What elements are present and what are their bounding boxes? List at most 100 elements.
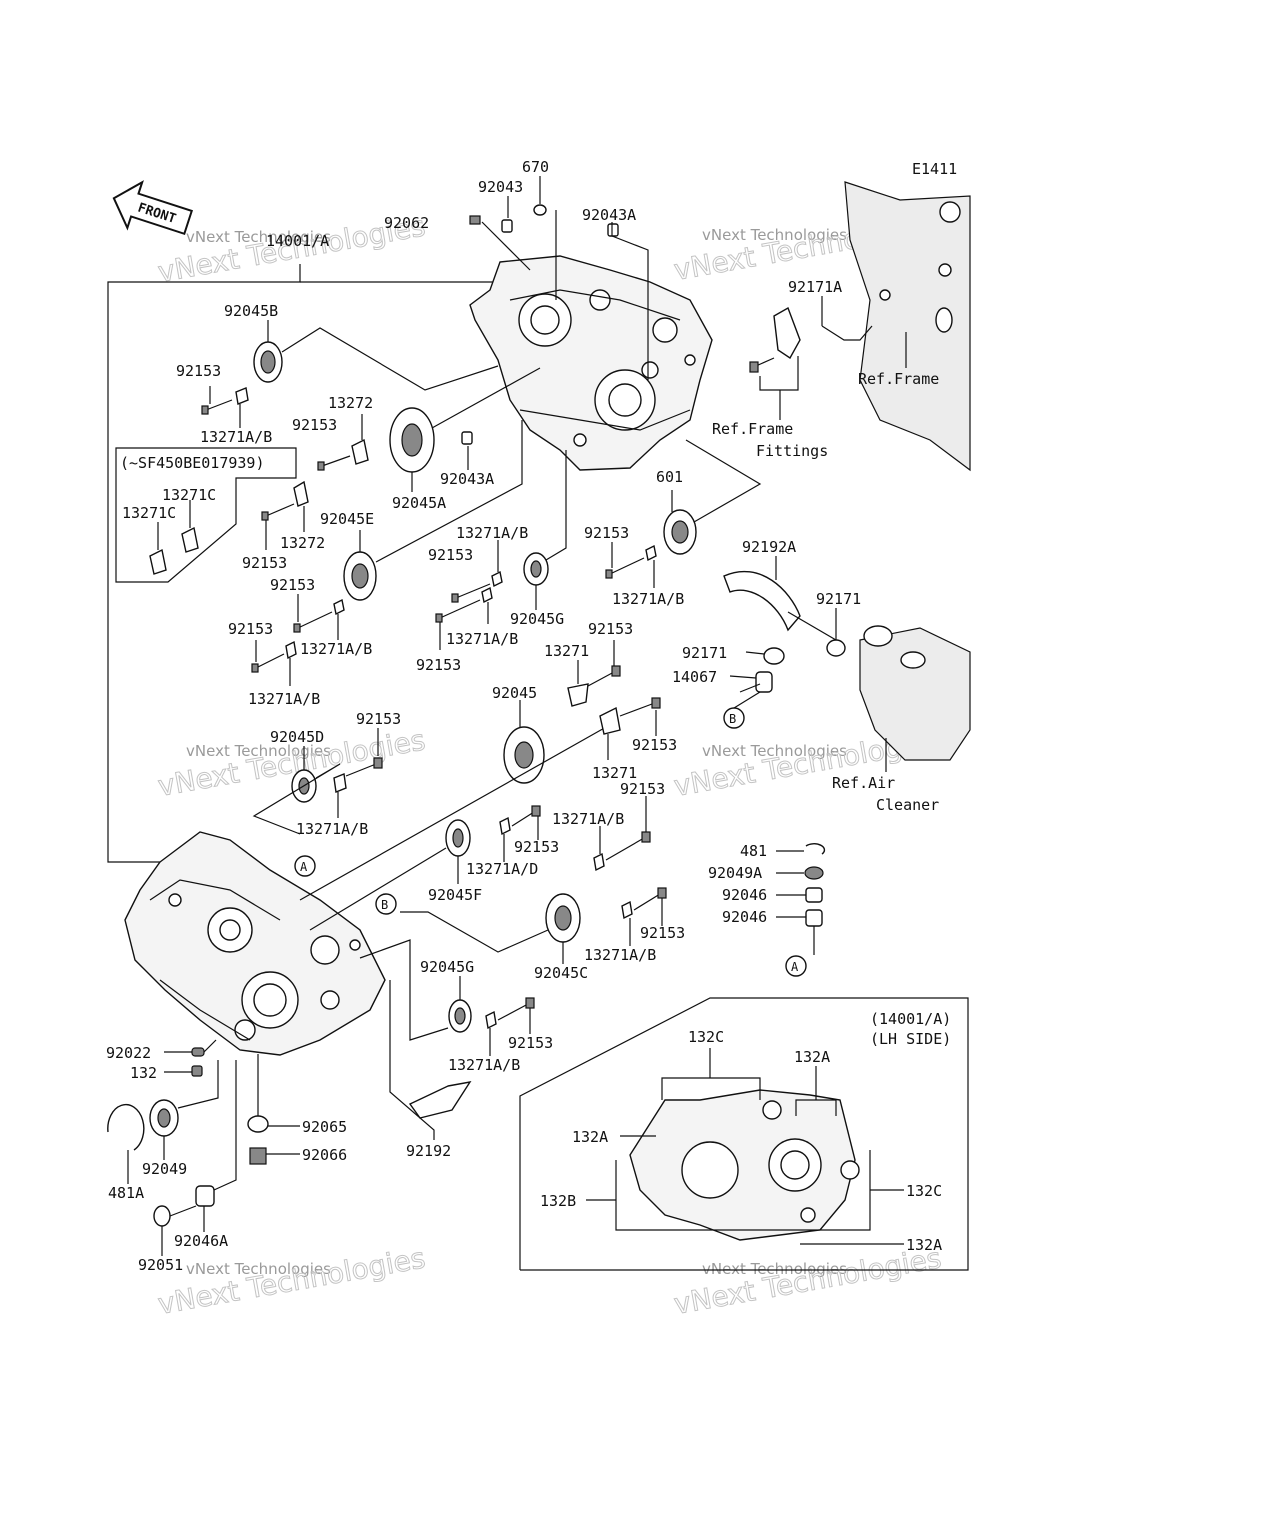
svg-text:13271A/D: 13271A/D [466,860,538,878]
svg-text:92046: 92046 [722,886,767,904]
svg-text:13271A/B: 13271A/B [296,820,368,838]
crankcase-left-half [124,831,386,1056]
svg-text:481A: 481A [108,1184,144,1202]
svg-text:13271A/B: 13271A/B [200,428,272,446]
svg-text:vNext Technologies: vNext Technologies [186,228,331,246]
oring-670 [533,176,557,300]
hose-92192 [389,980,472,1140]
svg-text:92153: 92153 [508,1034,553,1052]
svg-text:481: 481 [740,842,767,860]
seal-92045f [309,819,471,931]
svg-text:(LH SIDE): (LH SIDE) [870,1030,951,1048]
ref-frame-label: Ref.Frame [858,370,939,388]
svg-text:92153: 92153 [292,416,337,434]
svg-text:92153: 92153 [176,362,221,380]
ref-air-cleaner-label-1: Ref.Air [832,774,895,792]
crankcase-right-half [469,255,713,471]
right-stack-parts [776,843,826,955]
svg-text:92045D: 92045D [270,728,324,746]
svg-text:92062: 92062 [384,214,429,232]
frame-fittings [749,296,907,420]
svg-text:132A: 132A [906,1236,942,1254]
bearing-601 [663,439,762,555]
svg-text:92153: 92153 [640,924,685,942]
svg-text:92153: 92153 [356,710,401,728]
svg-text:92043A: 92043A [582,206,636,224]
seal-92045g-top [523,450,567,610]
svg-text:92045: 92045 [492,684,537,702]
callout-a-right: A [785,955,807,977]
svg-text:92045C: 92045C [534,964,588,982]
bearing-92045e [343,420,523,601]
svg-text:92153: 92153 [428,546,473,564]
serial-inset: (~SF450BE017939) [115,447,297,583]
svg-text:132: 132 [130,1064,157,1082]
svg-text:92045E: 92045E [320,510,374,528]
svg-text:13272: 13272 [328,394,373,412]
bearing-92045d [252,746,341,835]
svg-text:132C: 132C [906,1182,942,1200]
svg-text:(14001/A): (14001/A) [870,1010,951,1028]
svg-text:B: B [381,898,388,912]
bearing-92045b [253,320,499,391]
lower-small-parts [107,1039,300,1256]
svg-text:601: 601 [656,468,683,486]
frame-14001a [107,264,498,863]
svg-text:B: B [729,712,736,726]
seal-92045g-bottom [359,939,472,1041]
svg-text:92022: 92022 [106,1044,151,1062]
lh-side-inset: (14001/A) (LH SIDE) [519,997,969,1271]
svg-text:13272: 13272 [280,534,325,552]
svg-text:14067: 14067 [672,668,717,686]
svg-text:13271C: 13271C [122,504,176,522]
svg-text:14001/A: 14001/A [266,232,329,250]
svg-text:92046A: 92046A [174,1232,228,1250]
svg-text:92153: 92153 [270,576,315,594]
svg-text:92153: 92153 [416,656,461,674]
svg-text:A: A [791,960,799,974]
svg-text:92045B: 92045B [224,302,278,320]
svg-text:92171: 92171 [816,590,861,608]
diagram-code: E1411 [912,160,957,178]
dowel-92043a-top [607,222,649,380]
svg-text:92153: 92153 [620,780,665,798]
bearing-92045a [389,367,541,492]
svg-text:92192: 92192 [406,1142,451,1160]
svg-text:13271A/B: 13271A/B [584,946,656,964]
svg-text:92153: 92153 [584,524,629,542]
svg-text:92045A: 92045A [392,494,446,512]
svg-text:92045G: 92045G [420,958,474,976]
callout-a-left: A [294,855,316,877]
hose-92192a [723,556,846,693]
plug-92062 [469,215,531,271]
svg-text:92045F: 92045F [428,886,482,904]
svg-text:vNext Technologies: vNext Technologies [155,1241,427,1320]
svg-text:92153: 92153 [588,620,633,638]
svg-text:132C: 132C [688,1028,724,1046]
svg-text:92043: 92043 [478,178,523,196]
svg-text:13271A/B: 13271A/B [300,640,372,658]
svg-text:92051: 92051 [138,1256,183,1274]
svg-text:132A: 132A [794,1048,830,1066]
bolts-and-retainers [201,386,667,1056]
part-labels: 670 92043 92062 92043A 14001/A 92171A 92… [106,158,942,1274]
svg-text:132B: 132B [540,1192,576,1210]
svg-text:vNext Technologies: vNext Technologies [702,742,847,760]
ref-air-cleaner-part [859,625,971,761]
svg-text:92153: 92153 [242,554,287,572]
svg-text:92049: 92049 [142,1160,187,1178]
svg-text:13271A/B: 13271A/B [552,810,624,828]
ref-air-cleaner-label-2: Cleaner [876,796,939,814]
svg-text:vNext Technologies: vNext Technologies [671,1241,943,1320]
svg-text:13271: 13271 [592,764,637,782]
svg-text:132A: 132A [572,1128,608,1146]
svg-text:670: 670 [522,158,549,176]
svg-text:13271A/B: 13271A/B [446,630,518,648]
svg-text:vNext Technologies: vNext Technologies [702,1260,847,1278]
bearing-92045 [299,700,616,901]
svg-text:92192A: 92192A [742,538,796,556]
watermark-bottom-left: vNext Technologies vNext Technologies [155,1241,428,1321]
ref-frame-part [844,181,971,472]
callout-b-left: B [375,893,397,915]
svg-text:(~SF450BE017939): (~SF450BE017939) [120,454,265,472]
